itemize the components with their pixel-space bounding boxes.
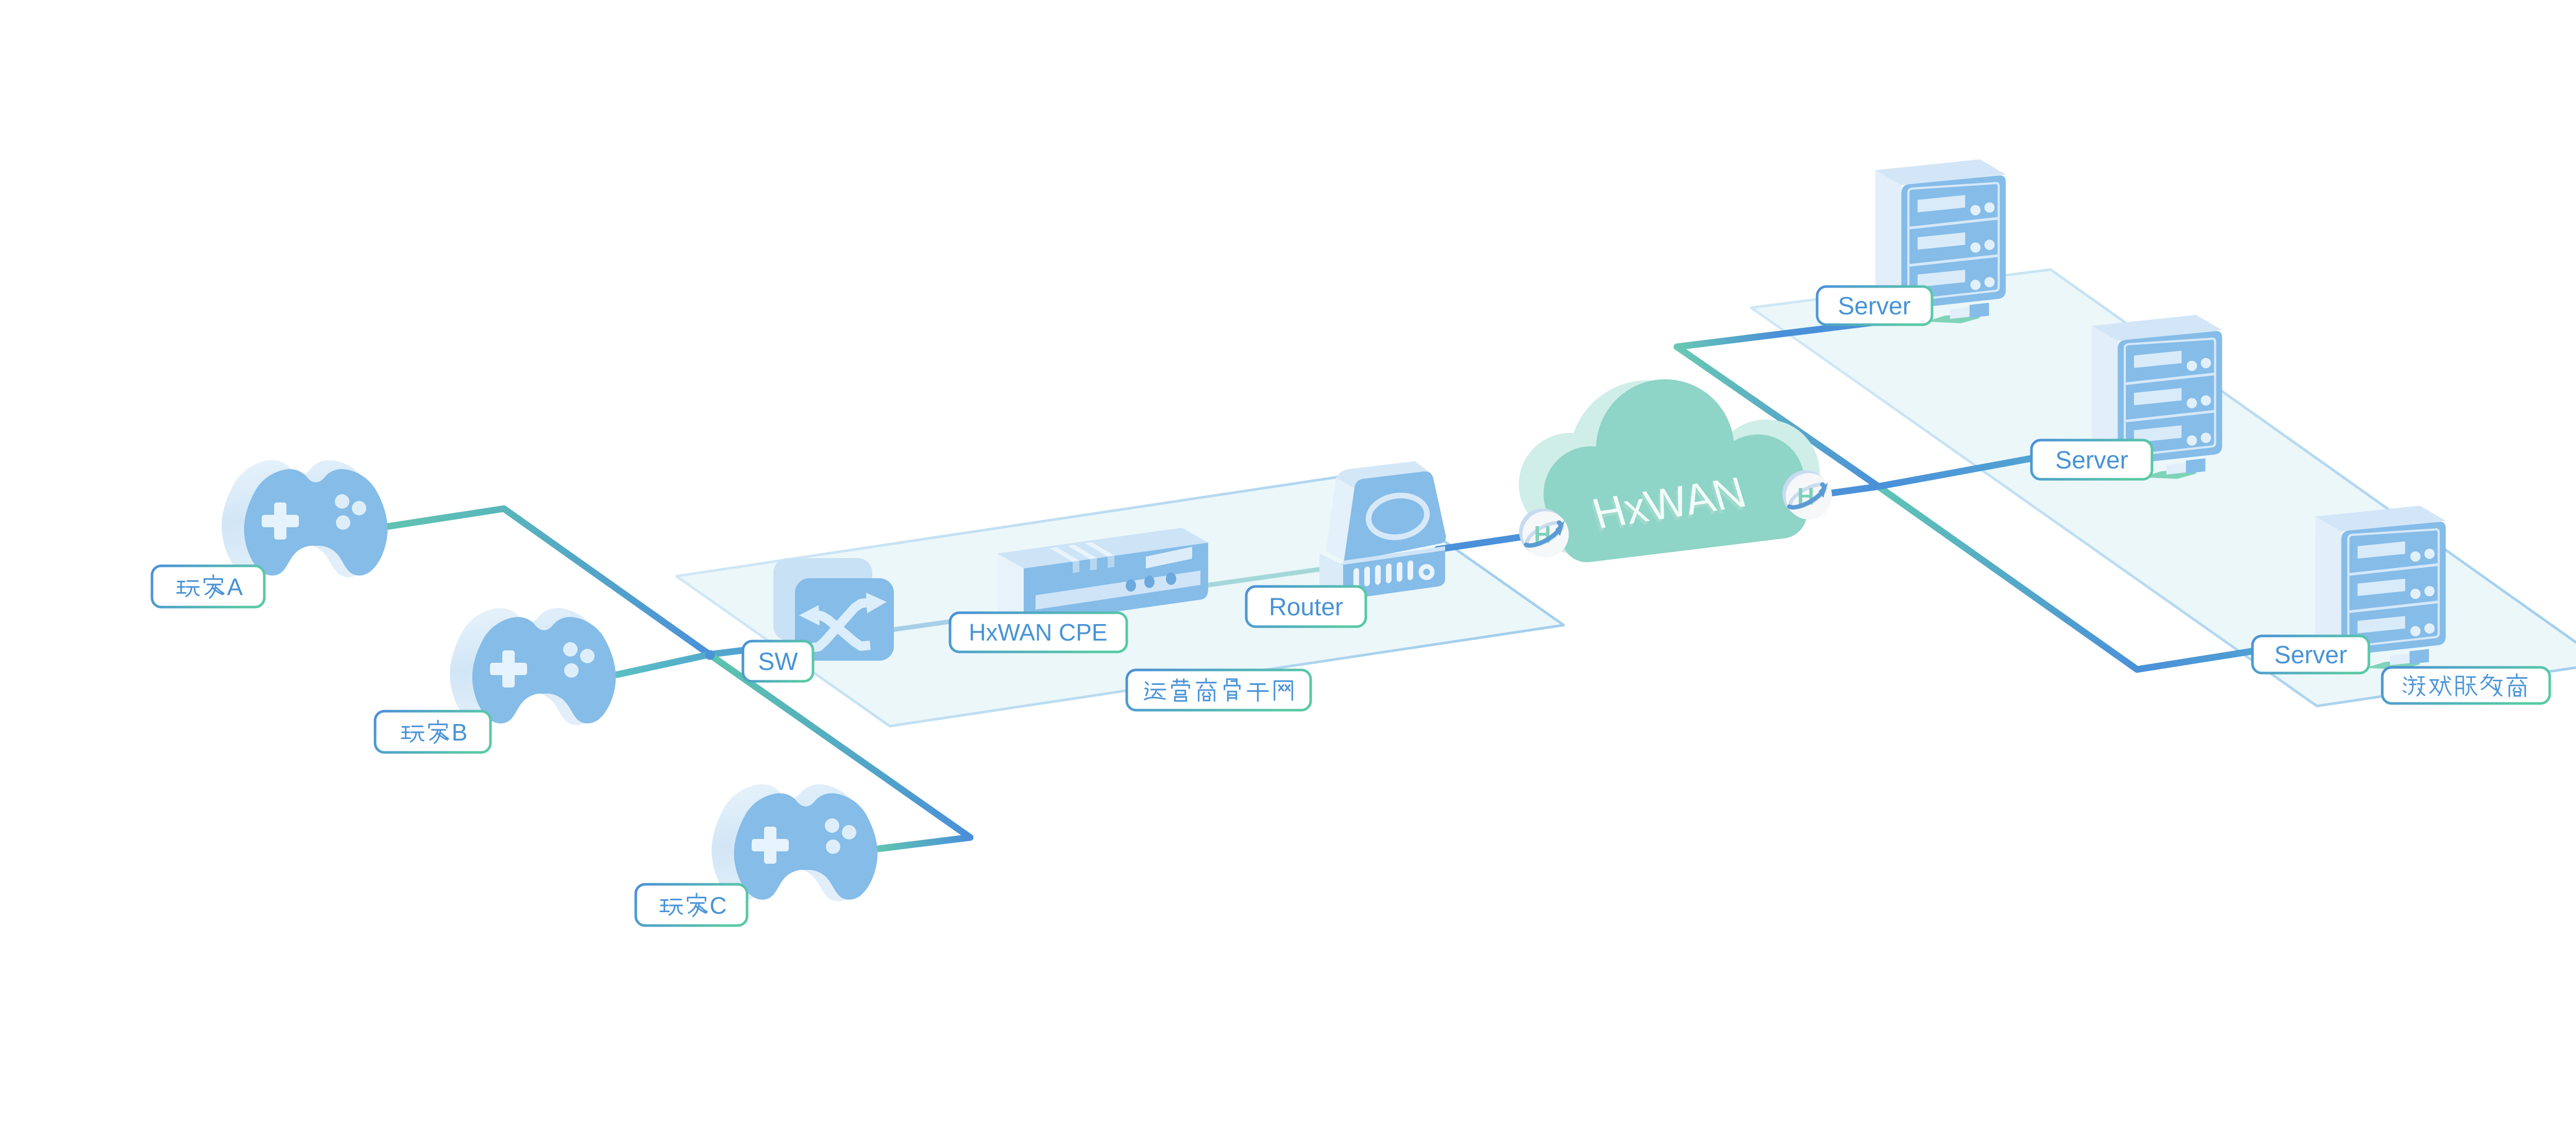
- svg-text:C: C: [709, 892, 726, 919]
- svg-text:Server: Server: [1838, 293, 1910, 320]
- svg-text:Server: Server: [2055, 447, 2128, 474]
- svg-text:Router: Router: [1269, 594, 1343, 621]
- svg-text:A: A: [227, 574, 243, 600]
- svg-text:SW: SW: [758, 648, 798, 676]
- svg-text:Server: Server: [2274, 642, 2347, 669]
- svg-text:HxWAN CPE: HxWAN CPE: [969, 619, 1107, 646]
- svg-text:B: B: [452, 719, 468, 746]
